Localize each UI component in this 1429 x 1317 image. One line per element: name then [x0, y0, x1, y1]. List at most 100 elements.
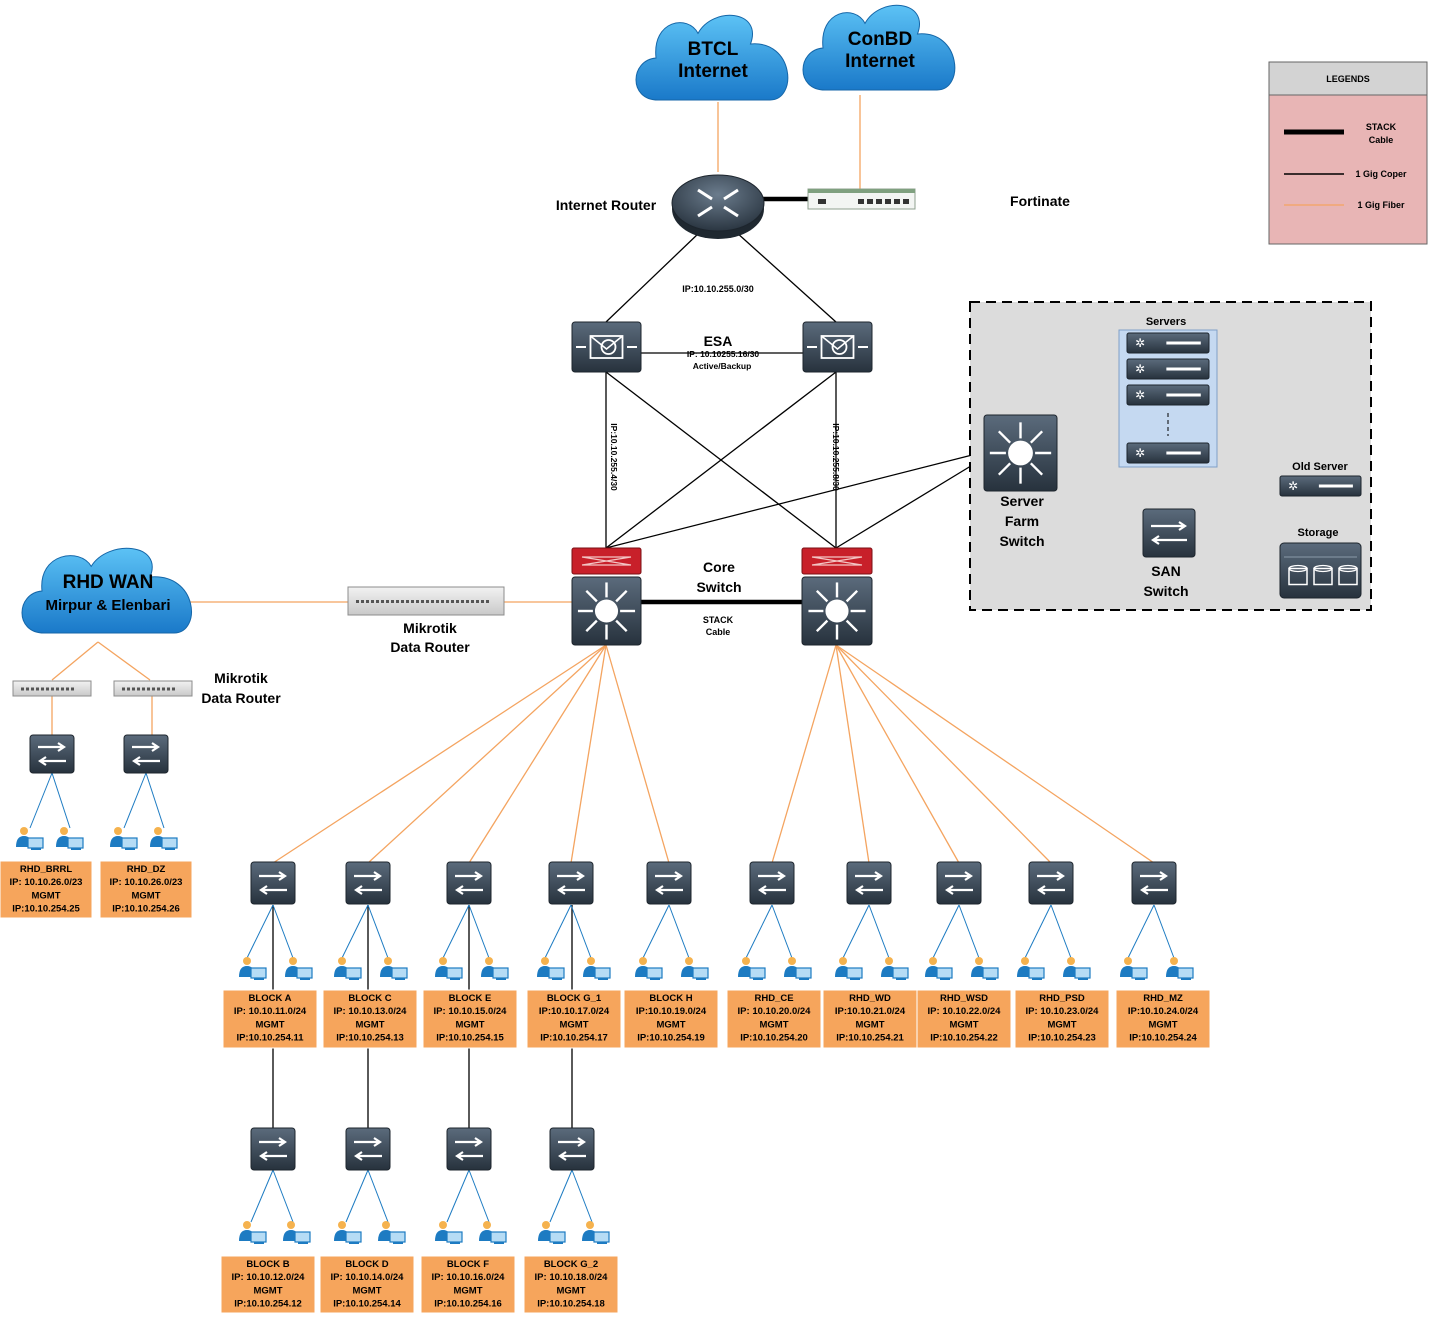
access-switch-row1-9-arrows-left [1037, 885, 1065, 895]
block-row2-1-line-2: IP: 10.10.12.0/24 [232, 1272, 306, 1283]
row1-user-link [1153, 904, 1175, 959]
internet-router-arrow [697, 205, 713, 218]
access-switch-row2-1-arrows-right [259, 1137, 287, 1147]
core-access-link-4 [570, 644, 607, 864]
san-switch-arrows-right [1151, 521, 1187, 531]
row1-user-monitor [846, 967, 863, 979]
esa-right-body [802, 321, 873, 373]
storage-label: Storage [1298, 527, 1339, 539]
row2-user-monitor [389, 1231, 406, 1243]
row1-user-link [745, 904, 773, 959]
mikrotik-wan-router-right-port [147, 687, 150, 691]
row1-user-stand [850, 978, 860, 980]
row1-user-link [958, 904, 980, 959]
wan-block-rhd-brrl-line-4: IP:10.10.254.25 [12, 904, 80, 915]
mikrotik-main-router-port [481, 600, 484, 603]
access-switch-row2-2 [345, 1127, 391, 1171]
core-left-switch-spoke [585, 619, 598, 633]
access-switch-row1-2 [345, 861, 391, 905]
row2-user-head [338, 1221, 346, 1229]
core-access-link-3 [468, 644, 607, 864]
row2-user-link [571, 1169, 593, 1223]
wan-switch-right-arrows-left [132, 756, 160, 766]
mikrotik-main-router-port [376, 600, 379, 603]
row2-user-stand [553, 1242, 563, 1244]
access-switch-row2-3-arrows-right [455, 1137, 483, 1147]
row2-user-head [439, 1221, 447, 1229]
block-row2-2-line-1: BLOCK D [345, 1259, 388, 1270]
row1-user-stand [799, 978, 809, 980]
old-server: ✲ [1279, 475, 1362, 497]
row1-user-head [885, 957, 893, 965]
row2-user-stand [298, 1242, 308, 1244]
access-switch-row1-10-arrows-left [1140, 885, 1168, 895]
wan-block-rhd-brrl [0, 860, 93, 919]
block-row2-3-line-2: IP: 10.10.16.0/24 [432, 1272, 506, 1283]
block-row1-6-line-2: IP: 10.10.20.0/24 [738, 1006, 812, 1017]
block-row2-3-bg [420, 1255, 516, 1314]
block-row2-1 [220, 1255, 316, 1314]
row1-user [285, 957, 313, 980]
wan-user-head [154, 827, 162, 835]
row1-user-stand [1078, 978, 1088, 980]
block-row1-2-line-3: MGMT [355, 1019, 384, 1030]
wan-block-rhd-dz-bg [99, 860, 193, 919]
block-row1-6 [726, 989, 822, 1049]
btcl-cloud-label-1: BTCL [688, 39, 739, 60]
server-unit-1: ✲ [1126, 332, 1210, 354]
san-switch-label-line-2: Switch [1143, 583, 1188, 599]
wan-user-head [114, 827, 122, 835]
row1-user-head [1124, 957, 1132, 965]
row1-user-head [384, 957, 392, 965]
stack-cable-label-line-2: Cable [706, 627, 731, 637]
core-access-link-1 [272, 644, 607, 864]
server-unit-3: ✲ [1126, 384, 1210, 406]
row1-user [1120, 957, 1148, 980]
legend-fiber-label-1: 1 Gig Fiber [1357, 200, 1405, 210]
server-farm-switch [983, 414, 1058, 492]
wan-user [110, 827, 138, 850]
row1-user-stand [598, 978, 608, 980]
row1-user-stand [753, 978, 763, 980]
access-switch-row1-9-arrows-right [1037, 871, 1065, 881]
row2-user-head [586, 1221, 594, 1229]
core-right-switch-spoke [845, 589, 859, 603]
mikrotik-wan-router-left-port [41, 687, 44, 691]
wan-block-rhd-brrl-line-1: RHD_BRRL [20, 864, 72, 875]
block-row1-10-line-2: IP:10.10.24.0/24 [1128, 1006, 1199, 1017]
row1-user-stand [896, 978, 906, 980]
access-switch-row1-2-arrows-right [354, 871, 382, 881]
access-switch-row1-4-arrows-right [557, 871, 585, 881]
row1-user-head [541, 957, 549, 965]
block-row1-7-line-3: MGMT [855, 1019, 884, 1030]
fortinet-firewall-port [867, 199, 873, 204]
row1-user-link [570, 904, 592, 959]
row1-user-monitor [1131, 967, 1148, 979]
fortinet-firewall-port [858, 199, 864, 204]
access-switch-row2-2-arrows-left [354, 1151, 382, 1161]
row1-user-monitor [982, 967, 999, 979]
block-row1-5-line-3: MGMT [656, 1019, 685, 1030]
row2-user [582, 1221, 610, 1244]
mikrotik-wan-router-left-port [36, 687, 39, 691]
row2-user-link [250, 1169, 274, 1223]
conbd-cloud-shape [802, 4, 956, 91]
block-row1-6-line-3: MGMT [759, 1019, 788, 1030]
legend-stack-label-2: Cable [1369, 135, 1394, 145]
row1-user-monitor [391, 967, 408, 979]
mikrotik-wan-router-left-port [56, 687, 59, 691]
wan-block-rhd-dz-line-1: RHD_DZ [127, 864, 166, 875]
row2-user-head [287, 1221, 295, 1229]
access-switch-row1-4-arrows-left [557, 885, 585, 895]
row2-user [378, 1221, 406, 1244]
row1-user [881, 957, 909, 980]
btcl-cloud-shape [635, 14, 789, 101]
row1-user-link [341, 904, 369, 959]
mikrotik-main-router-port [446, 600, 449, 603]
row1-user [1063, 957, 1091, 980]
access-switch-row1-3-arrows-right [455, 871, 483, 881]
access-switch-row1-3-body [446, 861, 492, 905]
access-switch-row2-3 [446, 1127, 492, 1171]
fortinet-firewall-trim [808, 189, 915, 193]
